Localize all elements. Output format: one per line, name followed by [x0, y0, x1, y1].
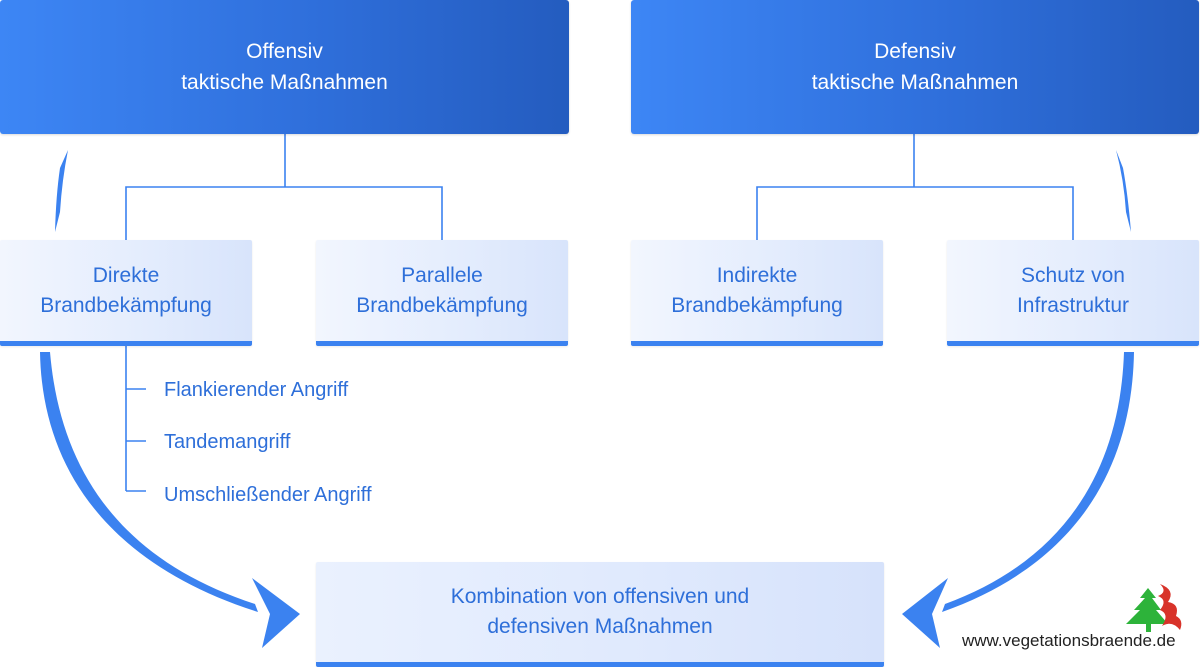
box-label-line1: Indirekte	[716, 263, 798, 287]
box-label-line2: Infrastruktur	[1016, 293, 1130, 317]
left-curved-arrow	[40, 352, 258, 612]
defensive-title: Defensiv	[874, 40, 956, 63]
left-tree-connector	[125, 134, 443, 240]
sub-item-tandem-attack: Tandemangriff	[164, 431, 291, 453]
combination-box: Kombination von offensiven und defensive…	[316, 562, 884, 667]
indirect-firefighting-box: Indirekte Brandbekämpfung	[631, 240, 883, 346]
sub-item-flanking-attack: Flankierender Angriff	[164, 379, 349, 401]
box-label-line2: Brandbekämpfung	[671, 293, 843, 317]
box-label-line1: Schutz von	[1021, 263, 1125, 287]
left-arrow-head	[252, 578, 300, 648]
footer-url: www.vegetationsbraende.de	[962, 631, 1176, 650]
infrastructure-protection-box: Schutz von Infrastruktur	[947, 240, 1199, 346]
parallel-firefighting-box: Parallele Brandbekämpfung	[316, 240, 568, 346]
box-label-line1: Direkte	[92, 263, 160, 287]
defensive-subtitle: taktische Maßnahmen	[811, 71, 1019, 94]
combination-line1: Kombination von offensiven und	[450, 585, 750, 608]
box-label-line1: Parallele	[401, 263, 483, 287]
box-label-line2: Brandbekämpfung	[356, 293, 528, 317]
left-brush-stroke	[55, 150, 68, 232]
combination-line2: defensiven Maßnahmen	[487, 615, 713, 638]
direct-firefighting-box: Direkte Brandbekämpfung	[0, 240, 252, 346]
right-tree-connector	[756, 134, 1074, 240]
tree-flame-logo-icon	[1126, 584, 1182, 632]
right-curved-arrow	[942, 352, 1134, 612]
offensive-title: Offensiv	[246, 40, 323, 63]
box-label-line2: Brandbekämpfung	[40, 293, 212, 317]
sub-item-bracket	[125, 346, 146, 492]
right-arrow-head	[902, 578, 948, 648]
sub-item-encircling-attack: Umschließender Angriff	[164, 484, 372, 506]
defensive-tactics-box: Defensiv taktische Maßnahmen	[631, 0, 1199, 134]
offensive-tactics-box: Offensiv taktische Maßnahmen	[0, 0, 569, 134]
offensive-subtitle: taktische Maßnahmen	[181, 71, 388, 94]
right-brush-stroke	[1116, 150, 1131, 232]
